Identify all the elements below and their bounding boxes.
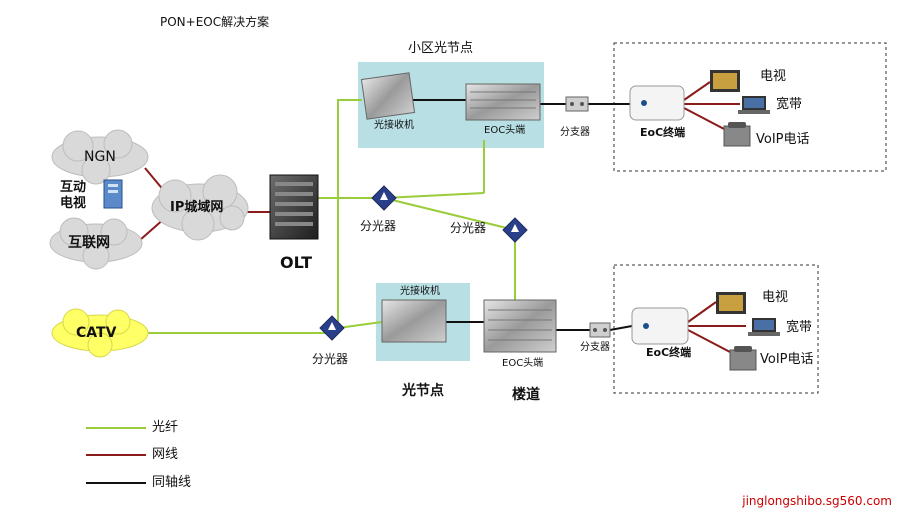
upper-device-broadband: 宽带	[776, 97, 803, 112]
upper-eoc-head-label: EOC头端	[484, 125, 526, 136]
building-label: 楼道	[512, 387, 540, 403]
lower-optical-receiver-icon	[381, 299, 447, 343]
ip-metro-label: IP城域网	[170, 200, 224, 215]
ip-metro-cloud	[151, 174, 249, 241]
upper-pc-icon	[738, 96, 770, 114]
legend-network-label: 网线	[152, 447, 179, 462]
lower-device-broadband: 宽带	[786, 320, 813, 335]
upper-tv-icon	[710, 70, 740, 92]
coax-lines	[412, 99, 633, 331]
splitter-icon-right	[502, 217, 528, 243]
legend-fiber-label: 光纤	[152, 420, 179, 435]
upper-phone-icon	[723, 122, 751, 147]
upper-tap-label: 分支器	[560, 127, 590, 138]
olt-label: OLT	[280, 253, 313, 272]
lower-tv-icon	[716, 292, 746, 314]
ngn-label: NGN	[84, 149, 116, 165]
olt-device-icon	[269, 174, 319, 240]
upper-terminal-label: EoC终端	[640, 126, 686, 139]
ngn-cloud	[51, 129, 149, 185]
lower-pc-icon	[748, 318, 780, 336]
upper-device-tv: 电视	[760, 69, 787, 84]
lower-tap-label: 分支器	[580, 342, 610, 353]
iptv-label: 互动 电视	[60, 180, 87, 211]
upper-section-title: 小区光节点	[408, 41, 474, 56]
lower-eoc-head-icon	[483, 299, 557, 353]
diagram-title: PON+EOC解决方案	[160, 15, 270, 29]
splitter-icon-center	[371, 185, 397, 211]
lower-device-tv: 电视	[762, 290, 789, 305]
iptv-server-icon	[103, 179, 123, 209]
internet-label: 互联网	[68, 235, 110, 251]
upper-tap-icon	[565, 96, 589, 112]
watermark-text: jinglongshibo.sg560.com	[742, 494, 892, 508]
upper-home-box	[613, 42, 887, 172]
upper-optical-receiver-icon	[360, 72, 416, 120]
splitter-label-lower: 分光器	[312, 352, 349, 366]
fiber-lines	[140, 99, 516, 334]
lower-eoc-head-label: EOC头端	[502, 358, 544, 369]
optical-node-label: 光节点	[402, 383, 444, 399]
upper-device-voip: VoIP电话	[756, 132, 810, 147]
upper-eoc-head-icon	[465, 83, 541, 121]
splitter-label-right: 分光器	[450, 221, 487, 235]
internet-cloud	[49, 217, 143, 270]
lower-terminal-label: EoC终端	[646, 346, 692, 359]
catv-label: CATV	[76, 325, 117, 341]
catv-cloud	[51, 308, 149, 358]
splitter-label-center: 分光器	[360, 219, 397, 233]
legend-coax-label: 同轴线	[152, 475, 192, 490]
lower-phone-icon	[729, 346, 757, 371]
lower-optical-receiver-label: 光接收机	[400, 286, 440, 297]
upper-optical-receiver-label: 光接收机	[374, 120, 414, 131]
lower-device-voip: VoIP电话	[760, 352, 814, 367]
lower-tap-icon	[589, 322, 611, 338]
splitter-icon-lower	[319, 315, 345, 341]
lower-eoc-terminal-icon	[631, 307, 689, 345]
upper-eoc-terminal-icon	[629, 85, 685, 121]
